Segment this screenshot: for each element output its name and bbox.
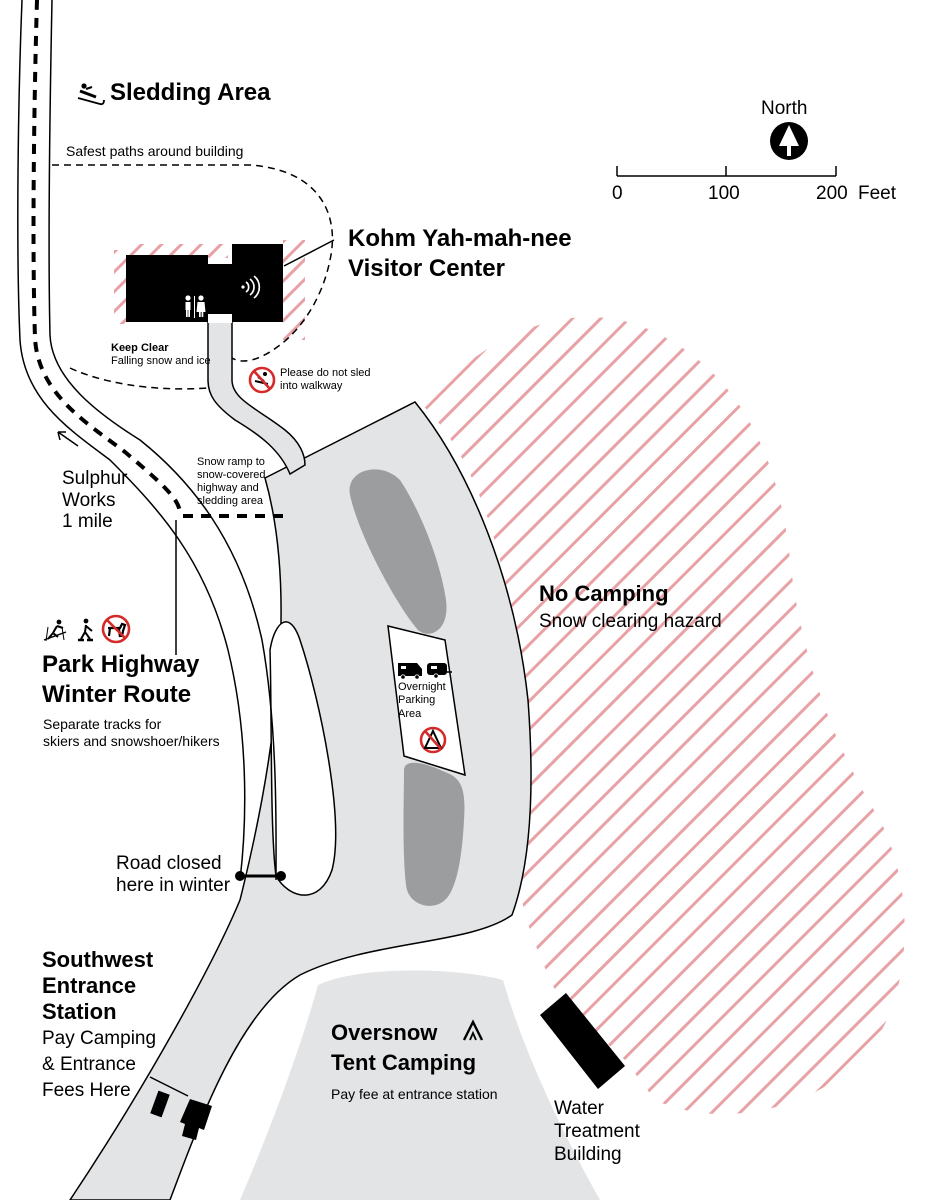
keep-clear-title: Keep Clear xyxy=(111,342,169,354)
keep-clear-hatch-right xyxy=(283,240,305,340)
gate-post-right xyxy=(276,871,286,881)
tent-icon xyxy=(462,1019,484,1041)
overnight-parking-line1: Overnight xyxy=(398,681,446,693)
road-closed-line2: here in winter xyxy=(116,875,231,896)
snow-ramp-line4: sledding area xyxy=(197,495,264,507)
snow-ramp-line1: Snow ramp to xyxy=(197,456,265,468)
wifi-icon xyxy=(241,275,261,299)
sulphur-works-line3: 1 mile xyxy=(62,511,113,532)
no-camping-subtitle: Snow clearing hazard xyxy=(539,611,722,632)
water-treatment-line1: Water xyxy=(554,1098,604,1119)
scale-tick-100: 100 xyxy=(708,183,740,204)
scale-tick-200: 200 xyxy=(816,183,848,204)
southwest-fees-line3: Fees Here xyxy=(42,1080,131,1101)
winter-route-outer xyxy=(17,0,246,881)
park-highway-note-line2: skiers and snowshoer/hikers xyxy=(43,733,220,749)
park-highway-title-line2: Winter Route xyxy=(42,681,192,708)
road-notch xyxy=(269,621,337,896)
winter-route-inner xyxy=(48,0,277,881)
visitor-center-leader xyxy=(283,239,335,267)
sledding-area-title: Sledding Area xyxy=(110,79,271,106)
sulphur-works-arrow xyxy=(57,431,79,447)
entrance-station-leader xyxy=(149,1076,189,1097)
no-sled-line1: Please do not sled xyxy=(280,367,371,379)
no-sledding-icon xyxy=(248,366,276,394)
parking-island-north xyxy=(349,469,447,634)
parking-island-south xyxy=(403,762,465,906)
visitor-center-title-line1: Kohm Yah-mah-nee xyxy=(348,225,572,252)
visitor-center-entrance xyxy=(208,314,232,323)
scale-bar xyxy=(616,166,837,177)
water-treatment-line3: Building xyxy=(554,1144,622,1165)
visitor-center-title-line2: Visitor Center xyxy=(348,255,505,282)
keep-clear-hatch-left xyxy=(114,250,128,324)
north-label: North xyxy=(761,98,808,119)
overnight-parking-line3: Area xyxy=(398,708,422,720)
sulphur-works-line2: Works xyxy=(62,490,116,511)
safest-paths-label: Safest paths around building xyxy=(66,143,244,159)
snow-ramp-line2: snow-covered xyxy=(197,469,266,481)
overnight-parking-line2: Parking xyxy=(398,694,436,706)
sulphur-works-line1: Sulphur xyxy=(62,468,128,489)
park-highway-note-line1: Separate tracks for xyxy=(43,716,162,732)
safest-path-lower xyxy=(69,367,209,390)
north-arrow-icon xyxy=(770,122,808,160)
entrance-station-building xyxy=(180,1099,212,1140)
oversnow-note: Pay fee at entrance station xyxy=(331,1086,498,1102)
restroom-icon xyxy=(185,295,206,318)
southwest-fees-line1: Pay Camping xyxy=(42,1028,157,1049)
southwest-station-line1: Southwest xyxy=(42,947,154,972)
no-dogs-icon xyxy=(101,614,131,644)
visitor-center-building xyxy=(126,244,283,322)
tent-camping-area xyxy=(240,970,600,1200)
oversnow-title-line1: Oversnow xyxy=(331,1020,438,1045)
safest-path-loop xyxy=(52,164,334,362)
snow-ramp-line3: highway and xyxy=(197,482,259,494)
southwest-fees-line2: & Entrance xyxy=(42,1054,136,1075)
oversnow-title-line2: Tent Camping xyxy=(331,1050,477,1075)
winter-route-track xyxy=(31,0,182,513)
no-sled-line2: into walkway xyxy=(280,380,343,392)
walkway xyxy=(207,319,306,476)
water-treatment-line2: Treatment xyxy=(554,1121,640,1142)
no-camping-icon xyxy=(419,726,447,754)
no-camping-zone xyxy=(422,316,905,1115)
southwest-station-line3: Station xyxy=(42,999,117,1024)
keep-clear-subtitle: Falling snow and ice xyxy=(111,355,211,367)
road-closed-line1: Road closed xyxy=(116,853,222,874)
snowshoer-icon xyxy=(78,618,93,642)
skier-icon xyxy=(43,619,67,642)
no-camping-title: No Camping xyxy=(539,581,669,606)
southwest-station-line2: Entrance xyxy=(42,973,137,998)
rv-icon xyxy=(398,663,422,680)
gate-post-left xyxy=(235,871,245,881)
water-treatment-building xyxy=(540,993,625,1089)
keep-clear-hatch-top xyxy=(128,244,228,258)
trailer-icon xyxy=(427,663,452,679)
park-highway-title-line1: Park Highway xyxy=(42,651,200,678)
sledder-icon xyxy=(77,83,105,106)
scale-tick-0: 0 xyxy=(612,183,623,204)
entrance-booth xyxy=(150,1090,170,1118)
scale-unit: Feet xyxy=(858,183,897,204)
